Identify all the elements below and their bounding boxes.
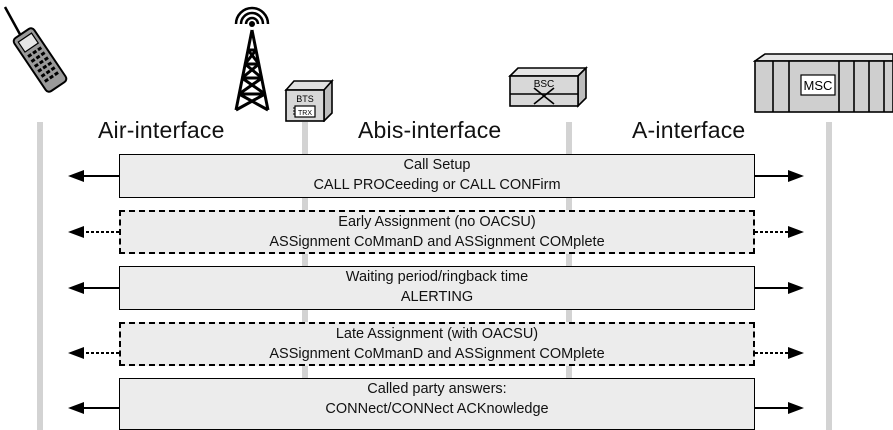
- message-detail: ALERTING: [400, 289, 474, 305]
- arrow-right-alerting: [755, 282, 804, 294]
- a-interface-label: A-interface: [632, 117, 746, 143]
- arrow-right-call-setup: [755, 170, 804, 182]
- message-title: Call Setup: [403, 157, 471, 173]
- message-title: Late Assignment (with OACSU): [335, 326, 539, 342]
- trx-label: TRX: [298, 110, 312, 117]
- bts-box: BTS TRX: [284, 78, 334, 122]
- message-box-alerting: Waiting period/ringback time ALERTING: [119, 266, 755, 310]
- msc-line: [826, 122, 832, 430]
- message-title: Waiting period/ringback time: [345, 269, 529, 285]
- bts-label: BTS: [296, 94, 314, 104]
- message-box-connect: Called party answers: CONNect/CONNect AC…: [119, 378, 755, 430]
- arrow-right-late-assignment: [755, 347, 804, 359]
- message-title: Called party answers:: [367, 381, 507, 397]
- message-box-call-setup: Call Setup CALL PROCeeding or CALL CONFi…: [119, 154, 755, 198]
- message-detail: CONNect/CONNect ACKnowledge: [325, 401, 549, 417]
- antenna-tower-icon: [234, 6, 270, 112]
- bsc-label: BSC: [534, 79, 555, 90]
- arrow-left-connect: [68, 402, 119, 414]
- message-title: Early Assignment (no OACSU): [338, 214, 536, 230]
- mobile-phone-icon: [3, 6, 68, 93]
- arrow-left-late-assignment: [68, 347, 119, 359]
- arrow-right-connect: [755, 402, 804, 414]
- message-detail: ASSignment CoMmanD and ASSignment COMple…: [269, 346, 605, 362]
- msc-box: MSC: [753, 53, 893, 113]
- arrow-left-call-setup: [68, 170, 119, 182]
- arrow-right-early-assignment: [755, 226, 804, 238]
- abis-interface-label: Abis-interface: [358, 117, 502, 143]
- msc-label: MSC: [804, 78, 833, 93]
- message-box-late-assignment: Late Assignment (with OACSU) ASSignment …: [119, 322, 755, 366]
- ms-line: [37, 122, 43, 430]
- air-interface-label: Air-interface: [98, 117, 225, 143]
- arrow-left-alerting: [68, 282, 119, 294]
- message-detail: CALL PROCeeding or CALL CONFirm: [313, 177, 561, 193]
- arrow-left-early-assignment: [68, 226, 119, 238]
- bsc-box: BSC: [508, 66, 588, 108]
- message-detail: ASSignment CoMmanD and ASSignment COMple…: [269, 234, 605, 250]
- message-box-early-assignment: Early Assignment (no OACSU) ASSignment C…: [119, 210, 755, 254]
